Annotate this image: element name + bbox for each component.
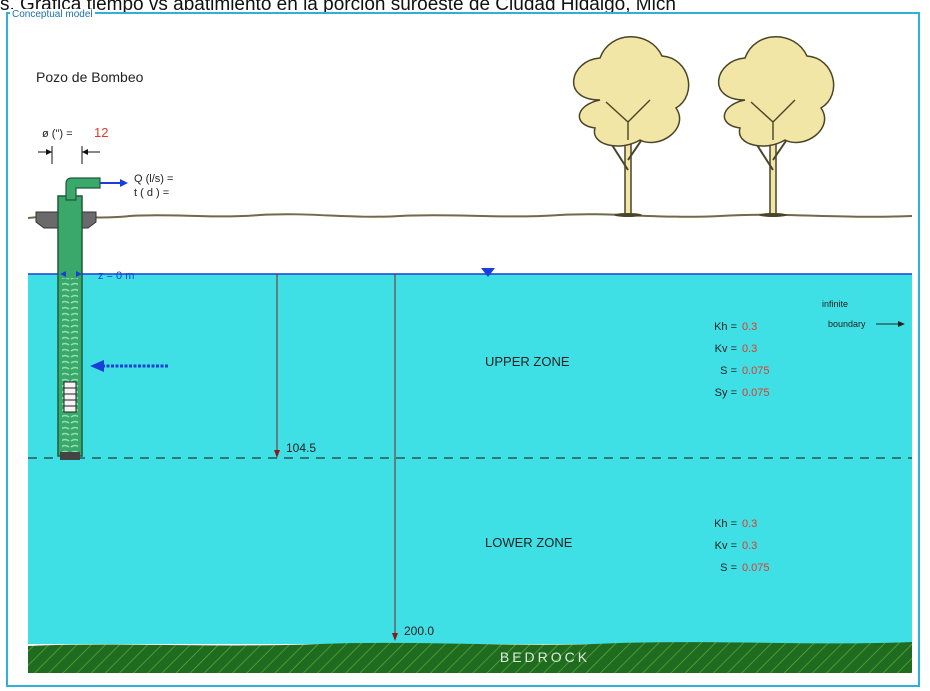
upper-sy-value: 0.075 xyxy=(742,387,770,399)
inflow-arrow-head xyxy=(90,360,104,372)
diameter-label: ø (") = xyxy=(42,128,73,140)
infinite-boundary-label-1: infinite xyxy=(822,299,848,309)
lower-s-value: 0.075 xyxy=(742,562,770,574)
upper-s-label: S = xyxy=(720,365,737,377)
ground-surface-line xyxy=(27,213,913,219)
upper-kh-label: Kh = xyxy=(714,321,737,333)
upper-sy-label: Sy = xyxy=(715,387,737,399)
discharge-label: Q (l/s) = xyxy=(134,173,173,185)
upper-kv-label: Kv = xyxy=(715,343,737,355)
well-title: Pozo de Bombeo xyxy=(36,69,144,85)
upper-zone-label: UPPER ZONE xyxy=(485,354,570,369)
tree-left xyxy=(572,36,690,217)
aquifer-area xyxy=(28,274,912,644)
water-level-label: z = 0 m xyxy=(98,270,134,282)
upper-depth-value: 104.5 xyxy=(286,441,316,455)
bedrock-layer xyxy=(28,642,912,673)
upper-s-value: 0.075 xyxy=(742,365,770,377)
upper-kv-value: 0.3 xyxy=(742,343,757,355)
panel-title: Conceptual model xyxy=(10,9,95,20)
lower-s-label: S = xyxy=(720,562,737,574)
bottom-depth-value: 200.0 xyxy=(404,624,434,638)
figure-caption: s. Gráfica tiempo vs abatimiento en la p… xyxy=(0,0,676,14)
diameter-value: 12 xyxy=(94,125,108,140)
lower-kh-label: Kh = xyxy=(714,518,737,530)
upper-kh-value: 0.3 xyxy=(742,321,757,333)
water-level-marker xyxy=(60,271,82,277)
discharge-arrow-head xyxy=(120,179,128,187)
lower-kv-value: 0.3 xyxy=(742,540,757,552)
water-table-symbol xyxy=(481,268,495,277)
tree-right xyxy=(717,36,835,217)
lower-kv-label: Kv = xyxy=(715,540,737,552)
bottom-depth-indicator xyxy=(392,274,398,641)
lower-zone-label: LOWER ZONE xyxy=(485,535,573,550)
diameter-dimension xyxy=(38,146,100,164)
time-label: t ( d ) = xyxy=(134,187,169,199)
lower-kh-value: 0.3 xyxy=(742,518,757,530)
upper-depth-indicator xyxy=(274,274,280,458)
infinite-boundary-label-2: boundary xyxy=(828,319,866,329)
pumping-well xyxy=(35,177,101,460)
bedrock-label: BEDROCK xyxy=(500,649,590,665)
